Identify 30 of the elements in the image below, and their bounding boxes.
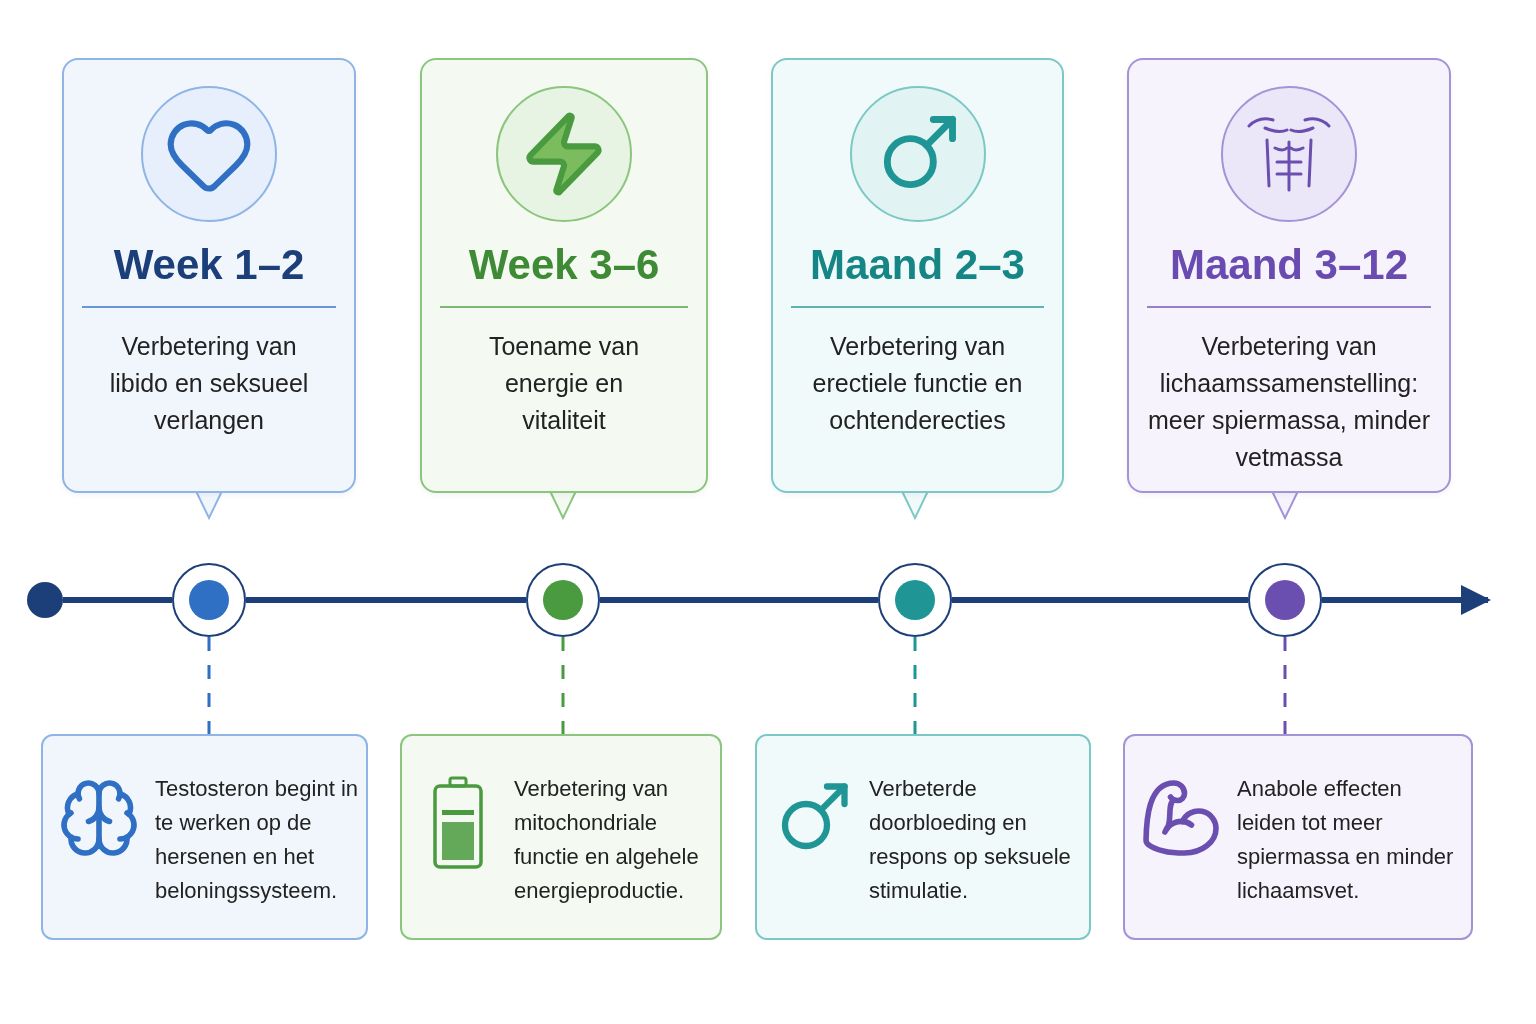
milestone-heading: Week 3–6 (468, 240, 660, 290)
dashed-connector (913, 637, 917, 734)
detail-text: Anabole effecten leiden tot meer spiermassa en minder lichaamsvet. (1237, 775, 1455, 905)
timeline-line (63, 597, 172, 603)
detail-text: Verbeterde doorbloeding en respons op seksuele stimulatie. (869, 775, 1072, 905)
milestone-card (62, 58, 356, 493)
milestone-card (1127, 58, 1451, 493)
milestone-heading: Maand 2–3 (810, 240, 1025, 290)
milestone-description: Toename van energie en vitaliteit (487, 331, 641, 436)
timeline-line (600, 597, 878, 603)
milestone-card (420, 58, 708, 493)
milestone-description: Verbetering van libido en seksueel verlangen (108, 331, 310, 436)
dashed-connector (1283, 637, 1287, 734)
dashed-connector (561, 637, 565, 734)
detail-text: Testosteron begint in te werken op de hersenen en het beloningssysteem. (155, 775, 360, 905)
milestone-heading: Maand 3–12 (1169, 240, 1409, 290)
detail-card (1123, 734, 1473, 940)
milestone-description: Verbetering van erectiele functie en ochtenderecties (811, 331, 1024, 436)
milestone-description: Verbetering van lichaamssamenstelling: meer spiermassa, minder vetmassa (1147, 331, 1431, 473)
timeline-line (952, 597, 1248, 603)
detail-card (755, 734, 1091, 940)
timeline-line (246, 597, 526, 603)
detail-text: Verbetering van mitochondriale functie en algehele energieproductie. (514, 775, 700, 905)
timeline-start-dot (27, 582, 63, 618)
milestone-heading: Week 1–2 (113, 240, 305, 290)
milestone-card (771, 58, 1064, 493)
detail-card (400, 734, 722, 940)
dashed-connector (207, 637, 211, 734)
timeline-line (1322, 585, 1491, 615)
detail-card (41, 734, 368, 940)
